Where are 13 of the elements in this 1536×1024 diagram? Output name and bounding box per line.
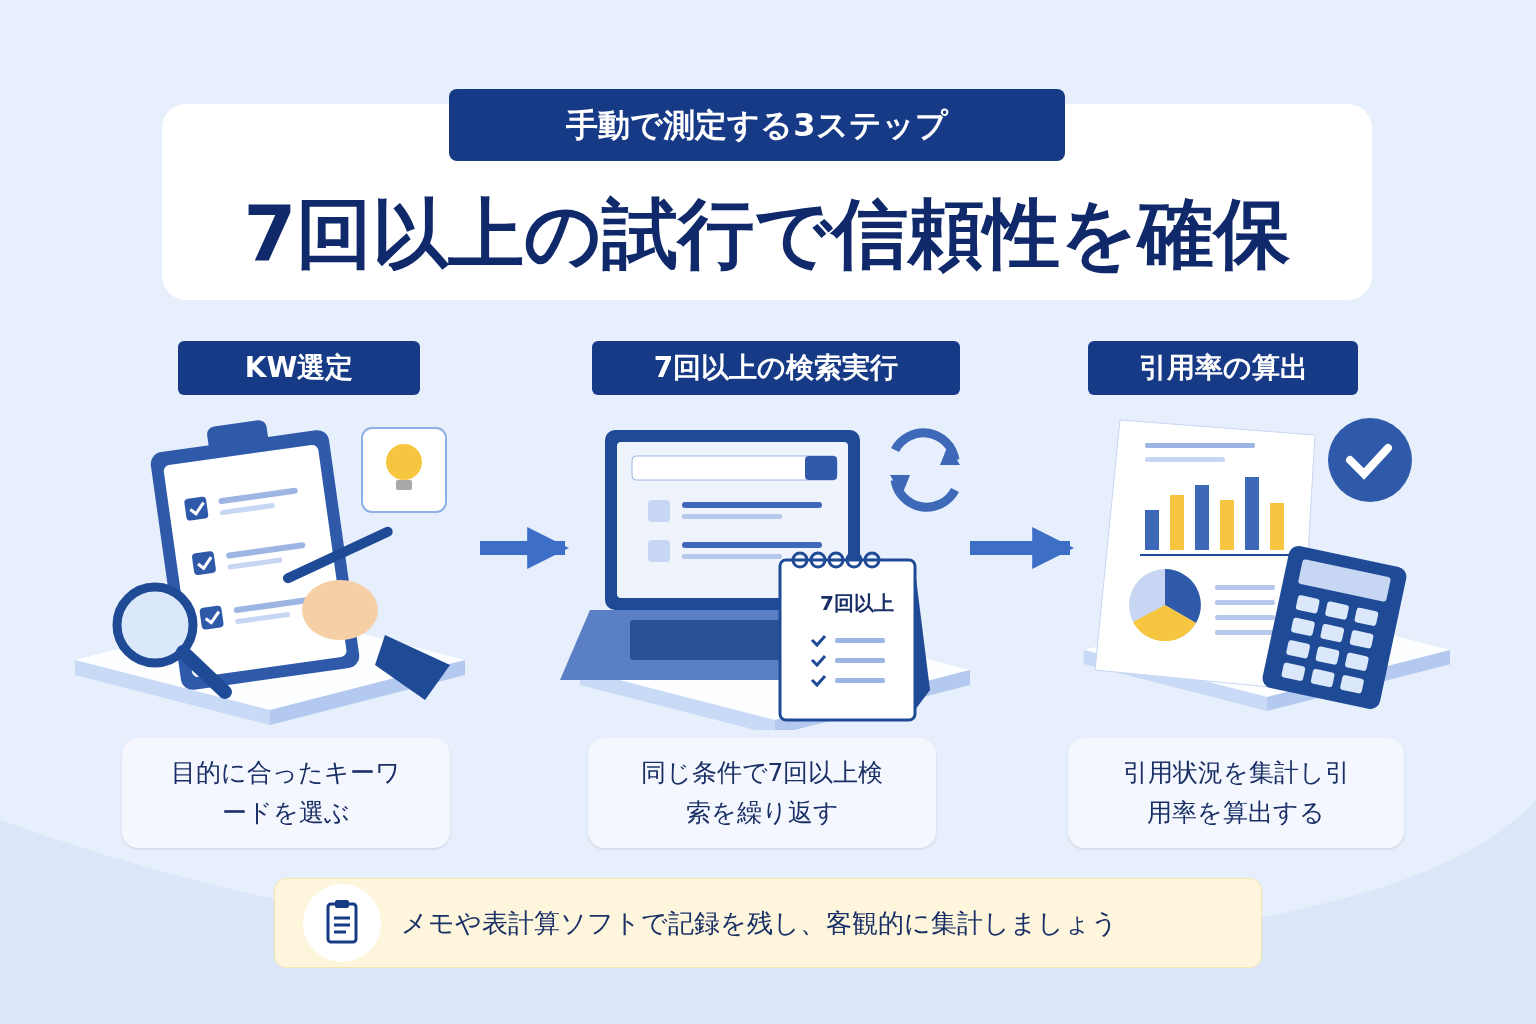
note-banner: [274, 878, 1262, 968]
step-heading: 7回以上の検索実行: [592, 341, 960, 395]
arrow: [480, 527, 570, 569]
step-heading: KW選定: [178, 341, 420, 395]
description-card: 引用状況を集計し引用率を算出する: [1068, 738, 1404, 848]
description-card: 同じ条件で7回以上検索を繰り返す: [588, 738, 936, 848]
heading-badge: 手動で測定する3ステップ: [449, 89, 1065, 161]
calendar-label: 7回以上: [820, 590, 894, 617]
arrow: [970, 527, 1075, 569]
step-heading: 引用率の算出: [1088, 341, 1358, 395]
note-text: メモや表計算ソフトで記録を残し、客観的に集計しましょう: [401, 906, 1118, 940]
title: 7回以上の試行で信頼性を確保: [243, 196, 1291, 272]
description-card: 目的に合ったキーワードを選ぶ: [122, 738, 450, 848]
